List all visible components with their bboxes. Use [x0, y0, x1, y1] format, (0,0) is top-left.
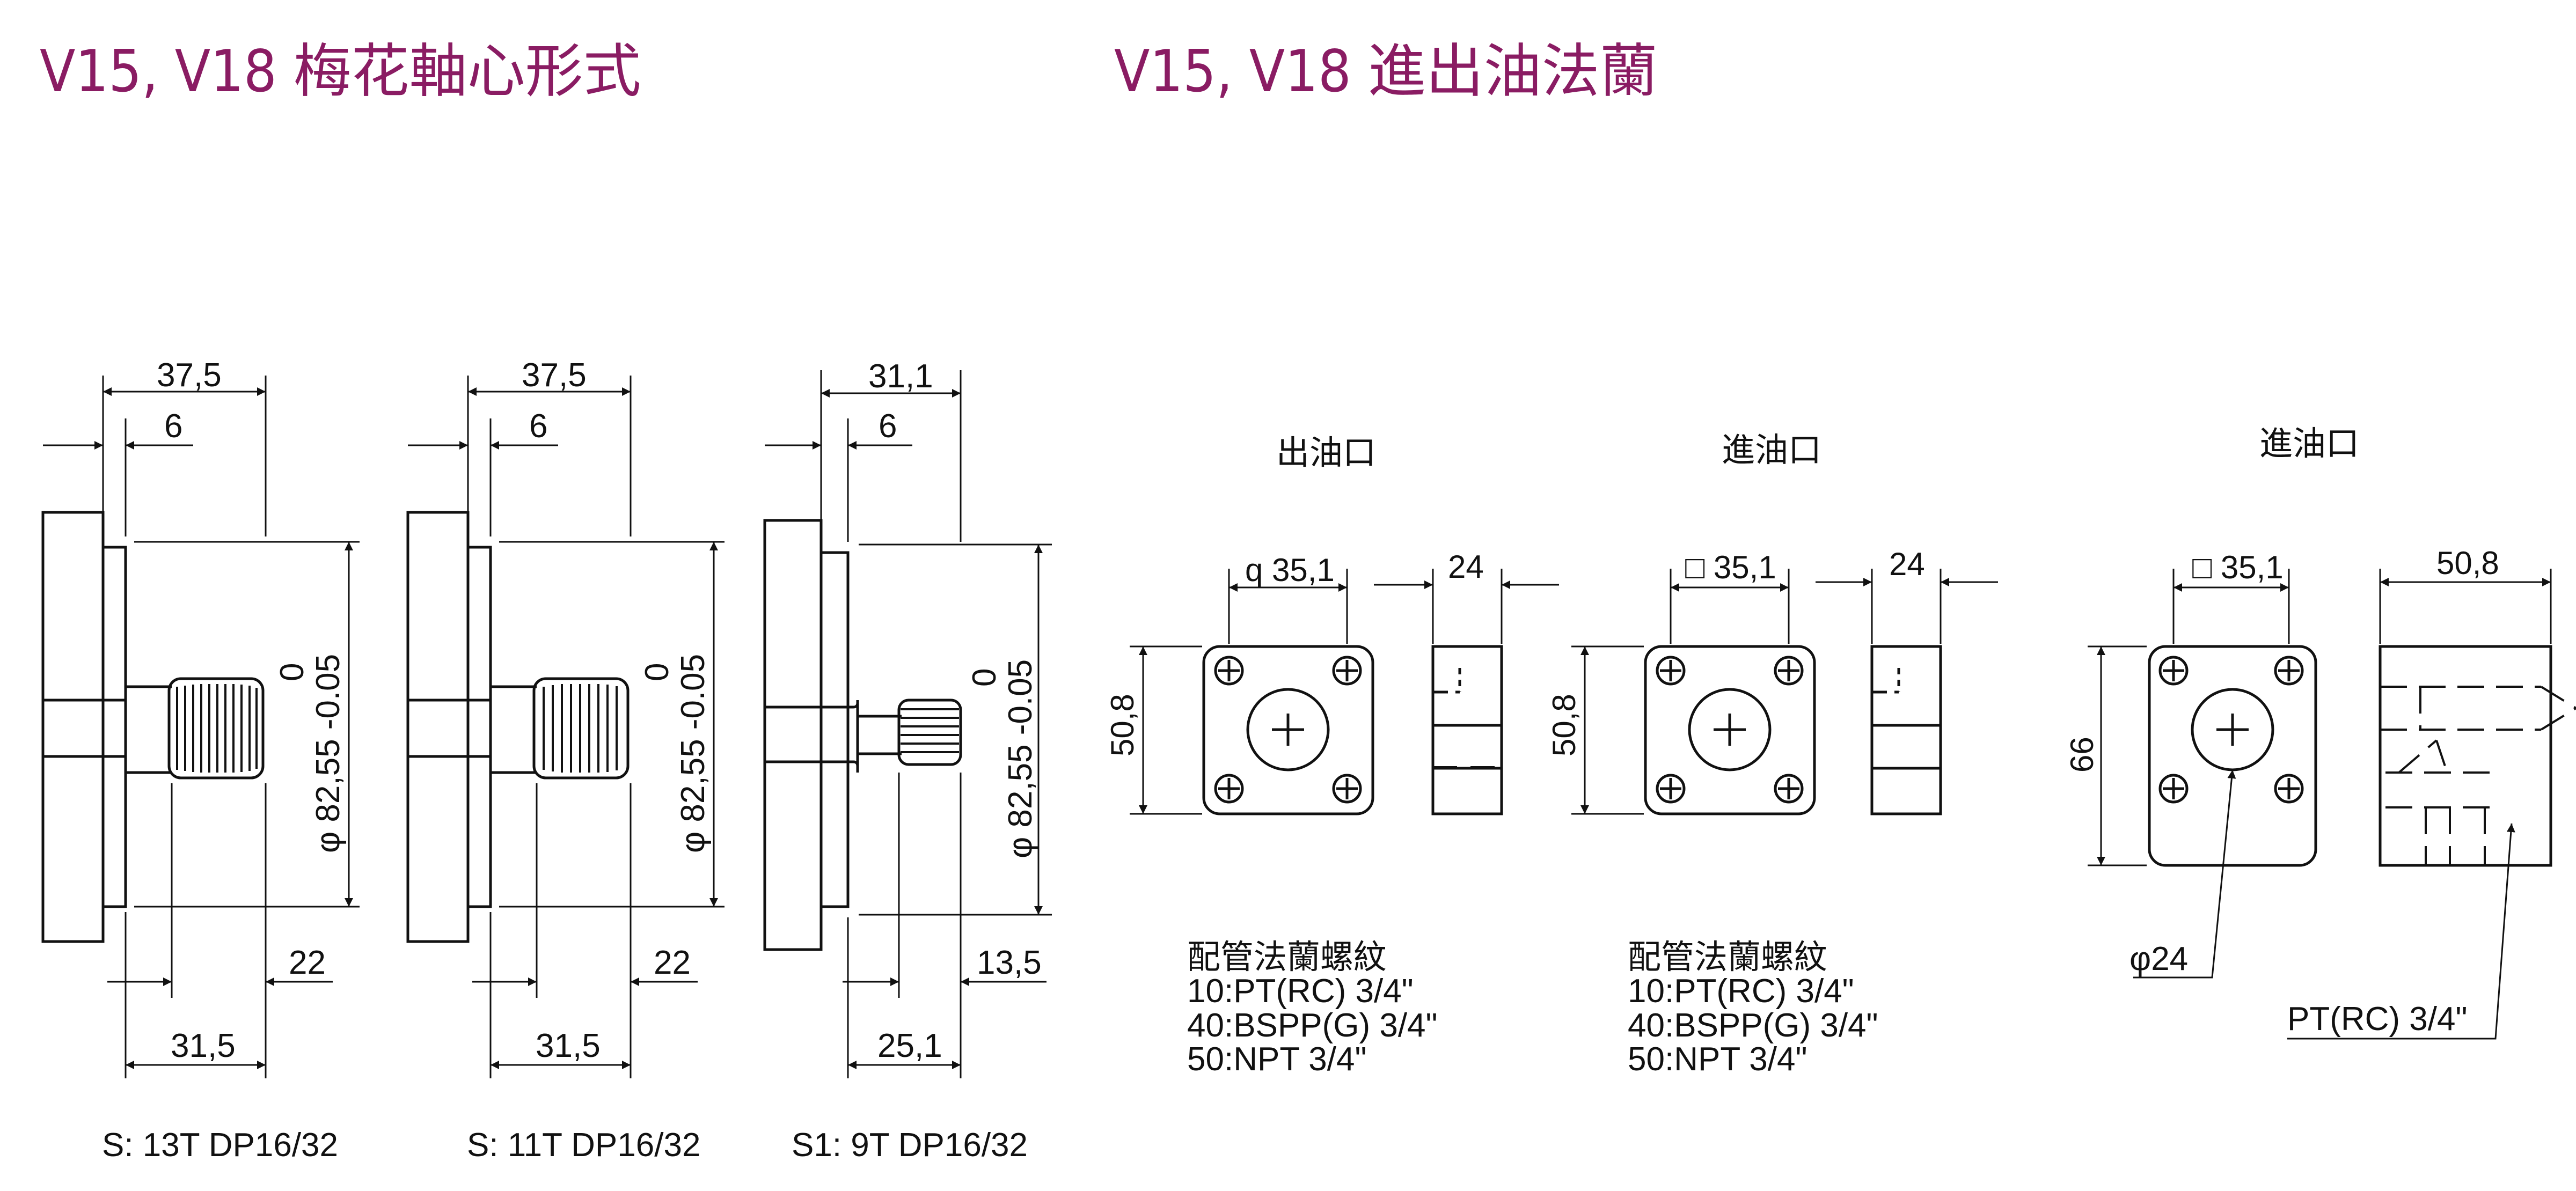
dim-spline-length: 31,5 — [171, 1027, 236, 1064]
dim-pilot: 22 — [654, 944, 691, 981]
port-title: 進油口 — [2259, 425, 2359, 462]
dim-step: 6 — [529, 408, 547, 445]
mounting-flange — [41, 511, 105, 943]
dim-total: 37,5 — [157, 357, 222, 394]
flange-drawing-3 — [2088, 569, 2576, 1040]
spline — [167, 677, 265, 780]
port-title: 進油口 — [1722, 432, 1821, 469]
dim-pilot: 13,5 — [977, 944, 1042, 981]
thread-spec: 10:PT(RC) 3/4" — [1628, 973, 1854, 1010]
dim-step: 6 — [879, 408, 897, 445]
port-title: 出油口 — [1276, 435, 1376, 472]
spline — [897, 699, 962, 766]
shaft-labels-2: 37,5 6 22 31,5 φ 82,55 -0.05 0 S: 11T DP… — [467, 357, 712, 1164]
dim-square: q 35,1 — [1245, 552, 1335, 588]
flange-drawing-2 — [1571, 569, 1998, 815]
port-thread: PT(RC) 3/4" — [2287, 1001, 2468, 1038]
shaft-drawing-1 — [41, 376, 360, 1078]
shaft-drawing-3 — [763, 370, 1052, 1078]
dim-spline-length: 31,5 — [536, 1027, 601, 1064]
thread-spec: 10:PT(RC) 3/4" — [1187, 973, 1414, 1010]
thread-spec: 50:NPT 3/4" — [1187, 1041, 1367, 1078]
shaft-caption: S: 13T DP16/32 — [102, 1127, 338, 1164]
shaft-caption: S: 11T DP16/32 — [467, 1127, 700, 1164]
bolt-holes — [2158, 656, 2304, 804]
dim-diameter: φ 82,55 -0.05 — [675, 654, 712, 853]
dim-height: 50,8 — [1104, 694, 1140, 756]
bolt-holes — [1214, 656, 1362, 804]
thread-title: 配管法蘭螺紋 — [1187, 939, 1387, 976]
dim-square: □ 35,1 — [2192, 549, 2284, 585]
dim-tolerance: 0 — [966, 668, 1003, 687]
dim-step: 6 — [164, 408, 182, 445]
bolt-holes — [1656, 656, 1804, 804]
dim-total: 31,1 — [868, 358, 933, 395]
dim-pilot: 22 — [289, 944, 326, 981]
shaft-heading: V15, V18 梅花軸心形式 — [40, 38, 641, 105]
shaft-caption: S1: 9T DP16/32 — [792, 1127, 1028, 1164]
shaft-drawing-2 — [406, 376, 724, 1078]
dim-square: □ 35,1 — [1685, 549, 1776, 585]
dim-tolerance: 0 — [639, 663, 676, 681]
dim-spline-length: 25,1 — [877, 1027, 942, 1064]
thread-spec: 50:NPT 3/4" — [1628, 1041, 1807, 1078]
dim-height: 50,8 — [1546, 694, 1582, 756]
dim-thickness: 24 — [1889, 546, 1925, 582]
dim-height: 66 — [2064, 737, 2100, 773]
dim-thickness: 24 — [1448, 549, 1484, 585]
flange-labels-1: 出油口 q 35,1 24 50,8 配管法蘭螺紋 10:PT(RC) 3/4"… — [1104, 435, 1484, 1078]
shaft-labels-1: 37,5 6 22 31,5 φ 82,55 -0.05 0 S: 13T DP… — [102, 357, 347, 1164]
flange-drawing-1 — [1130, 569, 1559, 815]
dim-thickness: 50,8 — [2436, 545, 2499, 581]
flange-face — [2148, 645, 2317, 867]
flange-labels-3: 進油口 □ 35,1 50,8 66 φ24 PT(RC) 3/4" — [2064, 425, 2499, 1038]
flange-labels-2: 進油口 □ 35,1 24 50,8 配管法蘭螺紋 10:PT(RC) 3/4"… — [1546, 432, 1925, 1078]
dim-bore: φ24 — [2129, 940, 2188, 977]
thread-spec: 40:BSPP(G) 3/4" — [1187, 1007, 1438, 1044]
shaft-labels-3: 31,1 6 13,5 25,1 φ 82,55 -0.05 0 S1: 9T … — [792, 358, 1042, 1164]
flange-heading: V15, V18 進出油法蘭 — [1114, 38, 1658, 105]
dim-diameter: φ 82,55 -0.05 — [1002, 659, 1039, 858]
thread-title: 配管法蘭螺紋 — [1628, 939, 1827, 976]
dim-diameter: φ 82,55 -0.05 — [310, 654, 347, 853]
thread-spec: 40:BSPP(G) 3/4" — [1628, 1007, 1878, 1044]
dim-total: 37,5 — [522, 357, 587, 394]
dim-tolerance: 0 — [274, 663, 311, 681]
flange-face — [1202, 645, 1374, 815]
